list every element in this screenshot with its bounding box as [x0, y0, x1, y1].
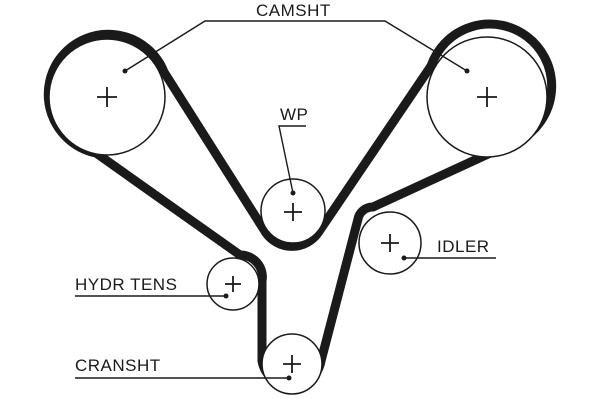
hydraulic-tensioner-leader [75, 293, 229, 299]
idler-label: IDLER [437, 237, 490, 256]
hydraulic-tensioner-pulley [206, 257, 260, 311]
hydraulic-tensioner-label: HYDR TENS [75, 275, 177, 294]
idler-pulley [358, 211, 422, 275]
crankshaft-pulley [261, 333, 323, 395]
left-camshaft-pulley [48, 38, 166, 156]
idler-leader [401, 255, 496, 261]
camshaft-label: CAMSHT [256, 1, 331, 20]
crankshaft-leader [75, 375, 292, 381]
water-pump-label: WP [280, 105, 308, 124]
water-pump-leader [278, 125, 306, 196]
camshaft-leader [122, 20, 470, 74]
right-camshaft-pulley [426, 36, 548, 158]
crankshaft-label: CRANSHT [75, 356, 161, 375]
water-pump-pulley [260, 178, 326, 244]
